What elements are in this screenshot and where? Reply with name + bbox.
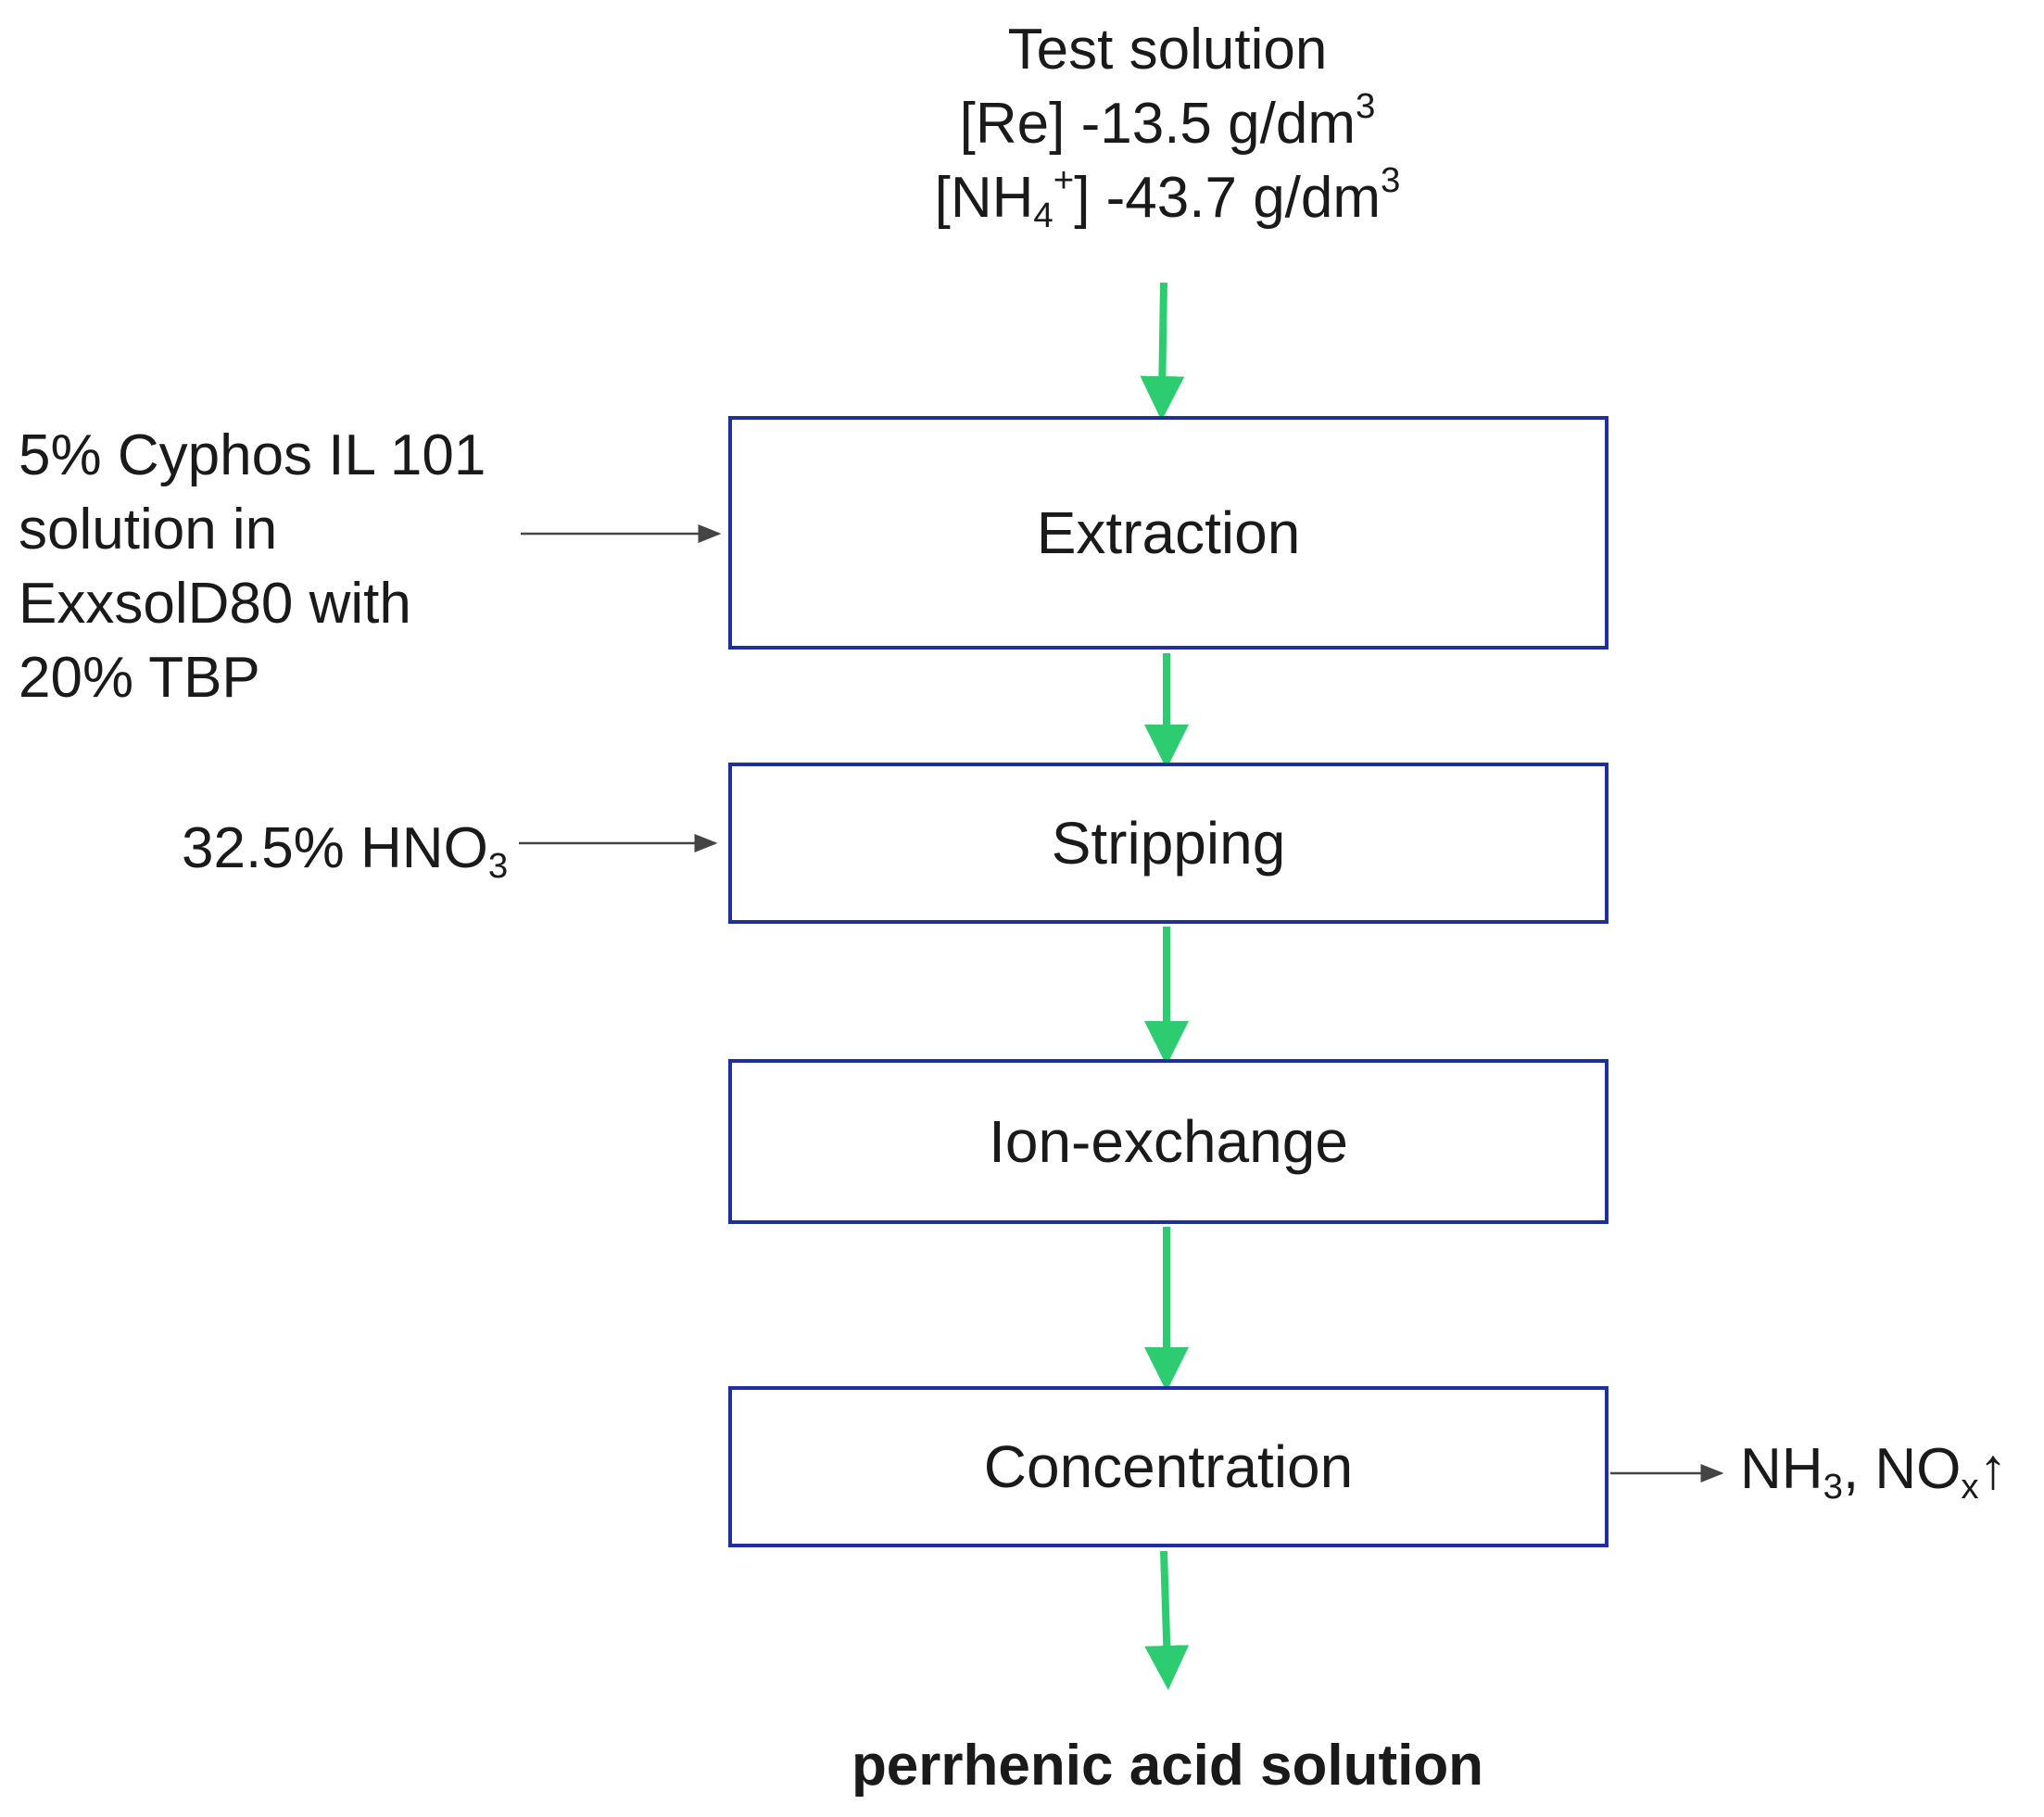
feed-solution-label: Test solution [Re] -13.5 g/dm3 [NH4+] -4… (815, 13, 1520, 253)
off-gas-no: , NO (1842, 1437, 1962, 1501)
stripping-reagent-text: 32.5% HNO (182, 816, 488, 880)
step-extraction-label: Extraction (1036, 499, 1301, 566)
step-concentration-label: Concentration (983, 1433, 1354, 1500)
extraction-reagent-line: 20% TBP (19, 646, 260, 710)
feed-re-concentration: [Re] -13.5 g/dm3 (815, 87, 1520, 161)
extraction-reagent-label: 5% Cyphos IL 101 solution in ExxsolD80 w… (19, 419, 537, 715)
step-concentration: Concentration (728, 1386, 1609, 1547)
off-gas-no-sub: x (1961, 1466, 1979, 1507)
arrow-concentration-to-product (1144, 1550, 1190, 1690)
extraction-reagent-line: ExxsolD80 with (19, 572, 411, 636)
feed-nh4-sub: 4 (1033, 195, 1054, 235)
extraction-reagent-line: solution in (19, 498, 278, 562)
up-arrow-icon: ↑ (1978, 1437, 2008, 1501)
feed-nh4-sup2: 3 (1381, 160, 1401, 201)
stripping-reagent-label: 32.5% HNO3 (182, 812, 508, 903)
feed-nh4-text-b: ] -43.7 g/dm (1074, 166, 1382, 230)
feed-re-text: [Re] -13.5 g/dm (959, 92, 1356, 156)
step-extraction: Extraction (728, 416, 1609, 650)
extraction-reagent-line: 5% Cyphos IL 101 (19, 423, 486, 487)
off-gas-nh-sub: 3 (1823, 1466, 1843, 1507)
arrow-feed-to-extraction (1140, 282, 1185, 421)
off-gas-label: NH3, NOx↑ (1740, 1432, 2008, 1524)
stripping-reagent-sub: 3 (487, 845, 509, 886)
feed-nh4-concentration: [NH4+] -43.7 g/dm3 (815, 161, 1520, 253)
feed-nh4-sup: + (1053, 160, 1075, 201)
step-stripping-label: Stripping (1051, 810, 1286, 877)
feed-nh4-text-a: [NH (934, 166, 1034, 230)
off-gas-nh: NH (1740, 1437, 1823, 1501)
feed-title: Test solution (1007, 18, 1328, 82)
step-ion-exchange-label: Ion-exchange (989, 1108, 1348, 1175)
step-stripping: Stripping (728, 763, 1609, 924)
feed-re-sup: 3 (1355, 86, 1376, 127)
step-ion-exchange: Ion-exchange (728, 1059, 1609, 1224)
product-label: perrhenic acid solution (851, 1734, 1484, 1798)
